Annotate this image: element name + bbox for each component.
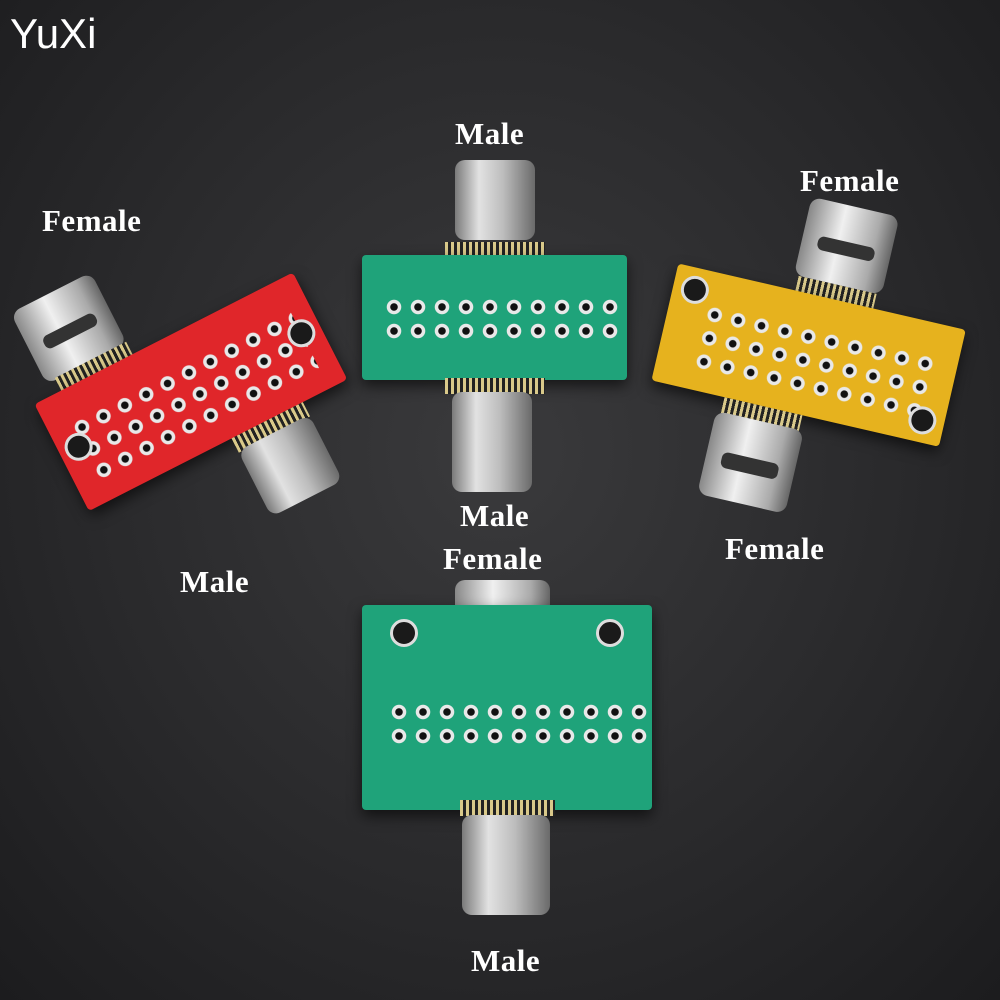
red-adapter-board [0, 191, 387, 590]
connector-pins [445, 242, 545, 258]
mount-hole [596, 619, 624, 647]
label-female: Female [725, 531, 825, 566]
label-male: Male [455, 116, 525, 151]
label-female: Female [800, 163, 900, 198]
green-pcb-female-male [362, 605, 652, 810]
male-usb-c-plug [455, 160, 535, 240]
label-male: Male [180, 564, 250, 599]
brand-watermark: YuXi [10, 10, 97, 57]
green-pcb-male-male [362, 255, 627, 380]
label-female: Female [443, 541, 543, 576]
male-usb-c-plug [462, 815, 550, 915]
pin-holes [387, 700, 652, 748]
label-male: Male [460, 498, 530, 533]
label-male: Male [471, 943, 541, 978]
male-usb-c-plug [452, 392, 532, 492]
connector-pins [460, 800, 555, 816]
mount-hole [390, 619, 418, 647]
yellow-adapter-board [628, 171, 987, 549]
connector-pins [445, 378, 545, 394]
label-female: Female [42, 203, 142, 238]
pin-holes [382, 295, 622, 343]
